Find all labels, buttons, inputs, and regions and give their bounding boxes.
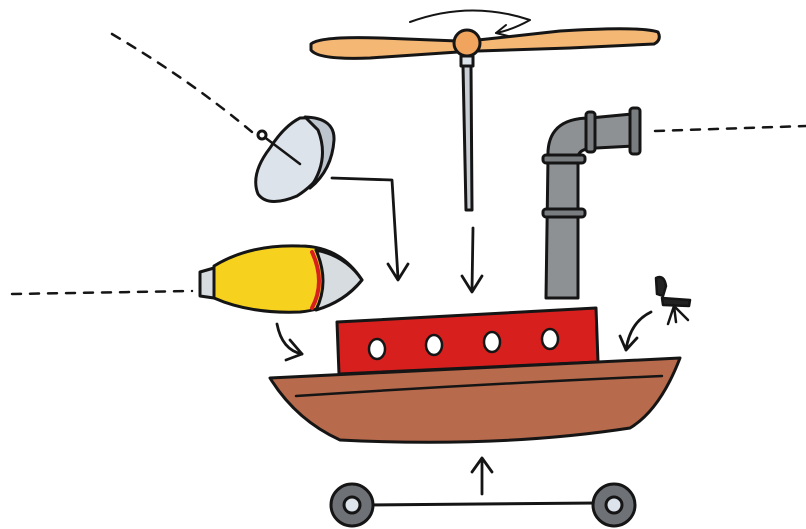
dish-antenna-tip (258, 131, 266, 139)
axle (360, 503, 598, 505)
arrow-wheels (472, 458, 492, 494)
chair-legs (668, 306, 688, 324)
wheel-left-hub (344, 497, 360, 513)
porthole-4 (542, 329, 558, 349)
dashed-line-right (655, 126, 806, 131)
wheel-right-hub (606, 497, 622, 513)
propeller-rod (463, 66, 472, 210)
porthole-1 (369, 339, 385, 359)
rocket-icon (200, 246, 362, 312)
porthole-3 (484, 332, 500, 352)
arrow-rocket (277, 324, 302, 360)
porthole-2 (426, 335, 442, 355)
rocket-nose (316, 250, 362, 310)
satellite-dish-icon (256, 117, 334, 202)
hull-body (270, 358, 680, 442)
chair-seat (662, 298, 690, 306)
arrow-chair (620, 312, 651, 350)
arrow-propeller (462, 228, 482, 292)
pipe-collar-top (543, 155, 585, 163)
propeller-hub (454, 30, 480, 56)
pipe-icon (543, 108, 640, 298)
dashed-line-left (12, 291, 192, 294)
hull-icon (270, 358, 680, 442)
pipe-vertical (546, 158, 578, 298)
chair-back (656, 277, 666, 296)
pipe-flange-right (630, 108, 640, 154)
propeller-blade-right (478, 29, 659, 51)
dashed-line-top-left (112, 34, 252, 132)
rocket-tail (200, 268, 214, 298)
propeller-blade-left (311, 38, 458, 59)
dashed-lines (12, 34, 806, 294)
pipe-collar-mid (543, 209, 585, 217)
pipe-flange-elbow (586, 112, 595, 152)
chair-icon (656, 277, 690, 324)
